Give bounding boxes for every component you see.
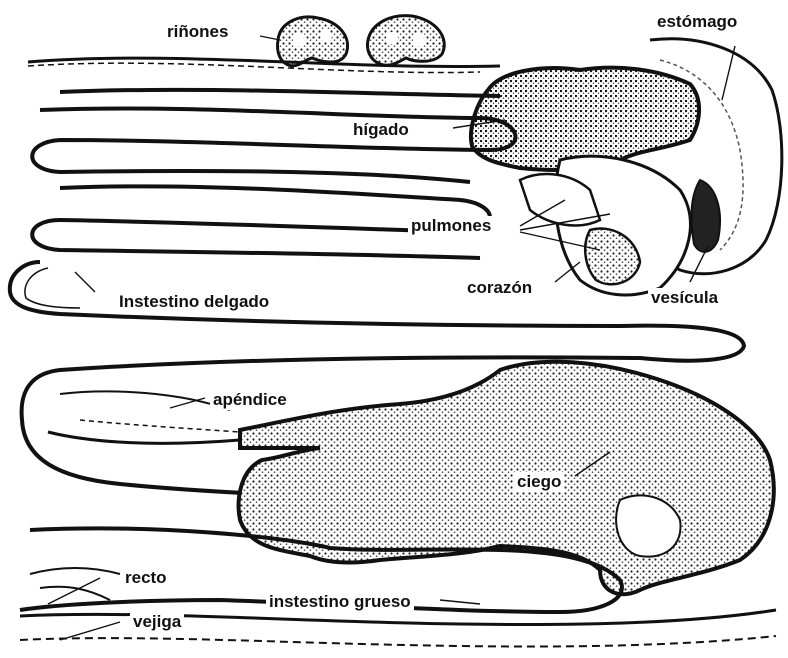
lungs-heart-cluster <box>520 156 720 295</box>
label-higado: hígado <box>350 120 412 140</box>
kidney-left <box>278 17 348 66</box>
label-intestino-delgado: Instestino delgado <box>116 292 272 312</box>
kidney-right <box>368 16 445 66</box>
label-vesicula: vesícula <box>648 288 721 308</box>
label-recto: recto <box>122 568 170 588</box>
cecum <box>239 362 774 595</box>
label-vejiga: vejiga <box>130 612 184 632</box>
label-estomago: estómago <box>654 12 740 32</box>
label-apendice: apéndice <box>210 390 290 410</box>
label-ciego: ciego <box>514 472 564 492</box>
label-intestino-grueso: instestino grueso <box>266 592 414 612</box>
liver <box>471 68 699 170</box>
label-corazon: corazón <box>464 278 535 298</box>
label-rinones: riñones <box>164 22 231 42</box>
label-pulmones: pulmones <box>408 216 494 236</box>
